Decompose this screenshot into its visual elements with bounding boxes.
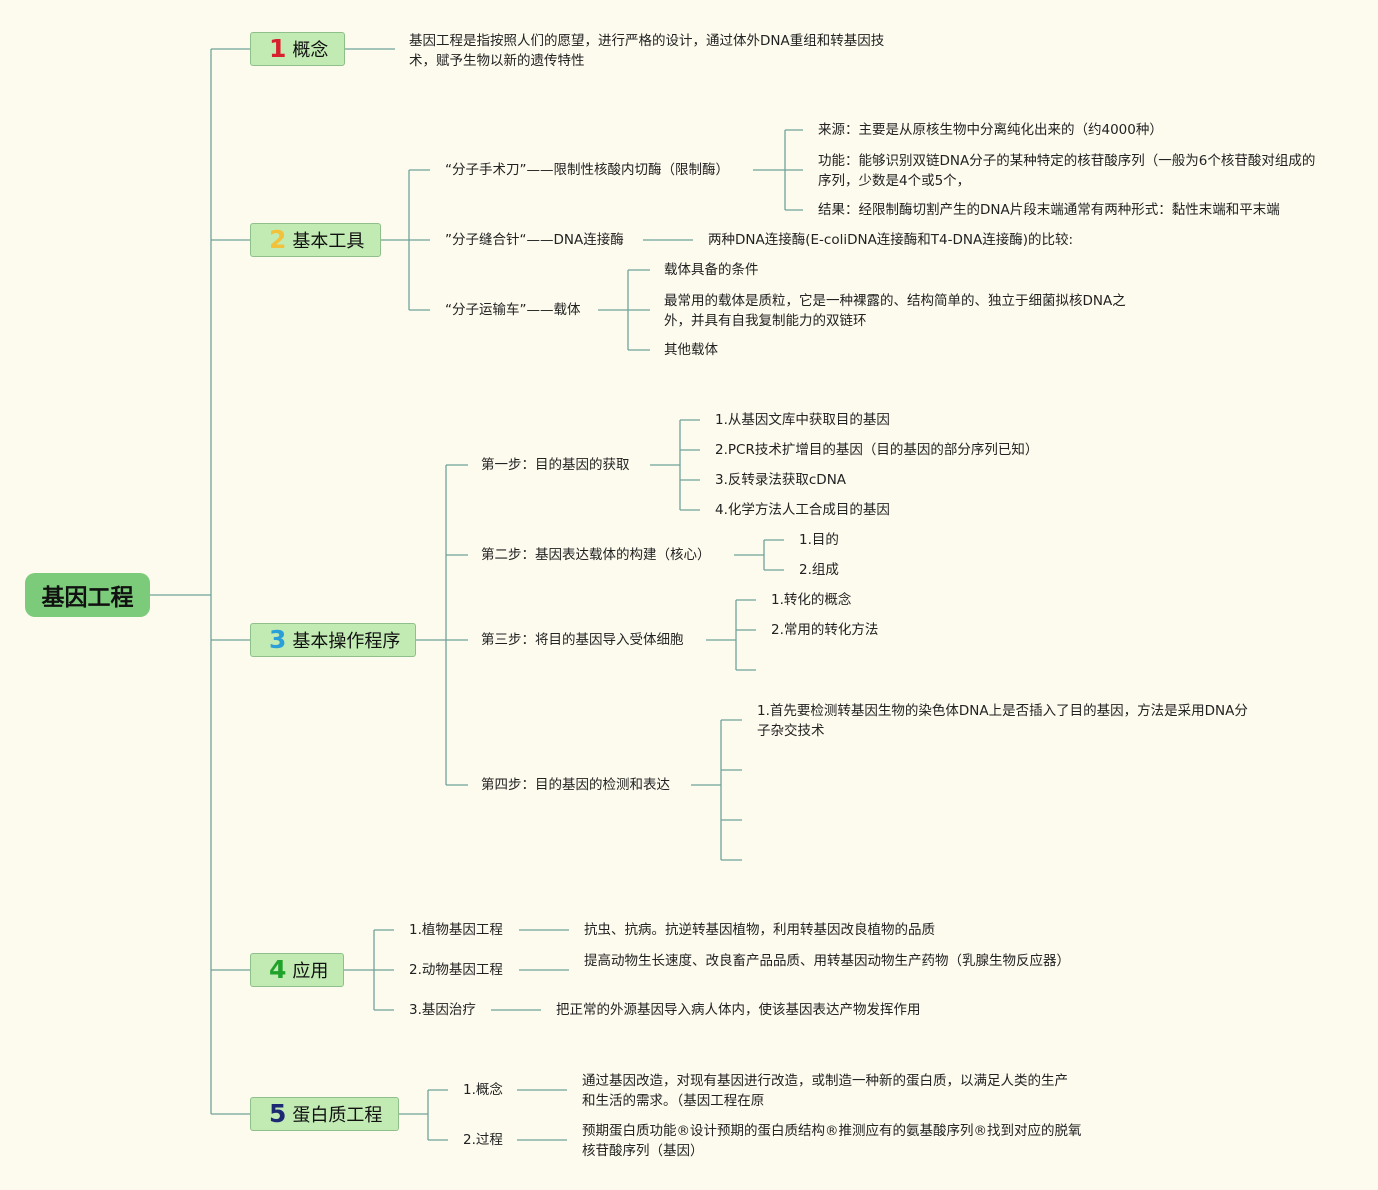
branch-concept[interactable]: 1 概念 bbox=[250, 32, 345, 66]
concept-text[interactable]: 基因工程是指按照人们的愿望，进行严格的设计，通过体外DNA重组和转基因技术，赋予… bbox=[409, 33, 885, 69]
branch-label: 概念 bbox=[292, 40, 329, 61]
step-4[interactable]: 第四步：目的基因的检测和表达 bbox=[481, 777, 670, 793]
protein-concept-text[interactable]: 通过基因改造，对现有基因进行改造，或制造一种新的蛋白质，以满足人类的生产和生活的… bbox=[582, 1073, 1068, 1109]
number-3-icon: 3 bbox=[269, 625, 287, 654]
step-1[interactable]: 第一步：目的基因的获取 bbox=[481, 457, 630, 473]
branch-label: 应用 bbox=[292, 961, 329, 982]
app-animal[interactable]: 2.动物基因工程 bbox=[409, 962, 503, 978]
app-animal-text[interactable]: 提高动物生长速度、改良畜产品品质、用转基因动物生产药物（乳腺生物反应器） bbox=[584, 953, 1070, 969]
protein-process-text[interactable]: 预期蛋白质功能®设计预期的蛋白质结构®推测应有的氨基酸序列®找到对应的脱氧核苷酸… bbox=[582, 1123, 1082, 1159]
step-1-item-3[interactable]: 3.反转录法获取cDNA bbox=[715, 472, 847, 488]
branch-label: 蛋白质工程 bbox=[292, 1105, 383, 1126]
app-plant-text[interactable]: 抗虫、抗病。抗逆转基因植物，利用转基因改良植物的品质 bbox=[584, 922, 935, 938]
branch-label: 基本操作程序 bbox=[292, 631, 401, 652]
number-5-icon: 5 bbox=[269, 1099, 287, 1128]
step-3-item-1[interactable]: 1.转化的概念 bbox=[771, 592, 852, 608]
step-2[interactable]: 第二步：基因表达载体的构建（核心） bbox=[481, 547, 711, 563]
protein-process[interactable]: 2.过程 bbox=[463, 1132, 503, 1148]
restriction-result[interactable]: 结果：经限制酶切割产生的DNA片段末端通常有两种形式：黏性末端和平末端 bbox=[818, 202, 1280, 218]
branch-label: 基本工具 bbox=[292, 231, 365, 252]
step-3-item-2[interactable]: 2.常用的转化方法 bbox=[771, 622, 879, 638]
branch-tools[interactable]: 2 基本工具 bbox=[250, 223, 381, 257]
number-2-icon: 2 bbox=[269, 225, 287, 254]
branch-protein-engineering[interactable]: 5 蛋白质工程 bbox=[250, 1097, 399, 1131]
step-4-item-1[interactable]: 1.首先要检测转基因生物的染色体DNA上是否插入了目的基因，方法是采用DNA分子… bbox=[757, 703, 1248, 739]
ligase-comparison[interactable]: 两种DNA连接酶(E-coliDNA连接酶和T4-DNA连接酶)的比较: bbox=[708, 232, 1074, 248]
app-gene-therapy[interactable]: 3.基因治疗 bbox=[409, 1002, 476, 1018]
step-3[interactable]: 第三步：将目的基因导入受体细胞 bbox=[481, 632, 684, 648]
tool-vector[interactable]: “分子运输车”——载体 bbox=[445, 302, 581, 318]
vector-conditions[interactable]: 载体具备的条件 bbox=[664, 262, 759, 278]
app-plant[interactable]: 1.植物基因工程 bbox=[409, 922, 503, 938]
root-topic[interactable]: 基因工程 bbox=[25, 573, 150, 617]
step-1-item-2[interactable]: 2.PCR技术扩增目的基因（目的基因的部分序列已知） bbox=[715, 442, 1039, 458]
step-1-item-4[interactable]: 4.化学方法人工合成目的基因 bbox=[715, 502, 890, 518]
number-1-icon: 1 bbox=[269, 34, 287, 63]
number-4-icon: 4 bbox=[269, 955, 287, 984]
restriction-function[interactable]: 功能：能够识别双链DNA分子的某种特定的核苷酸序列（一般为6个核苷酸对组成的序列… bbox=[818, 153, 1316, 189]
step-1-item-1[interactable]: 1.从基因文库中获取目的基因 bbox=[715, 412, 890, 428]
branch-procedure[interactable]: 3 基本操作程序 bbox=[250, 623, 416, 657]
protein-concept[interactable]: 1.概念 bbox=[463, 1082, 503, 1098]
step-2-item-2[interactable]: 2.组成 bbox=[799, 562, 839, 578]
app-gene-therapy-text[interactable]: 把正常的外源基因导入病人体内，使该基因表达产物发挥作用 bbox=[556, 1002, 921, 1018]
vector-other[interactable]: 其他载体 bbox=[664, 342, 718, 358]
step-2-item-1[interactable]: 1.目的 bbox=[799, 532, 839, 548]
vector-plasmid[interactable]: 最常用的载体是质粒，它是一种裸露的、结构简单的、独立于细菌拟核DNA之外，并具有… bbox=[664, 293, 1126, 329]
branch-application[interactable]: 4 应用 bbox=[250, 953, 344, 987]
restriction-source[interactable]: 来源：主要是从原核生物中分离纯化出来的（约4000种） bbox=[818, 122, 1163, 138]
tool-dna-ligase[interactable]: ”分子缝合针“——DNA连接酶 bbox=[445, 232, 624, 248]
root-title: 基因工程 bbox=[41, 585, 134, 611]
tool-restriction-enzyme[interactable]: “分子手术刀”——限制性核酸内切酶（限制酶） bbox=[445, 162, 729, 178]
